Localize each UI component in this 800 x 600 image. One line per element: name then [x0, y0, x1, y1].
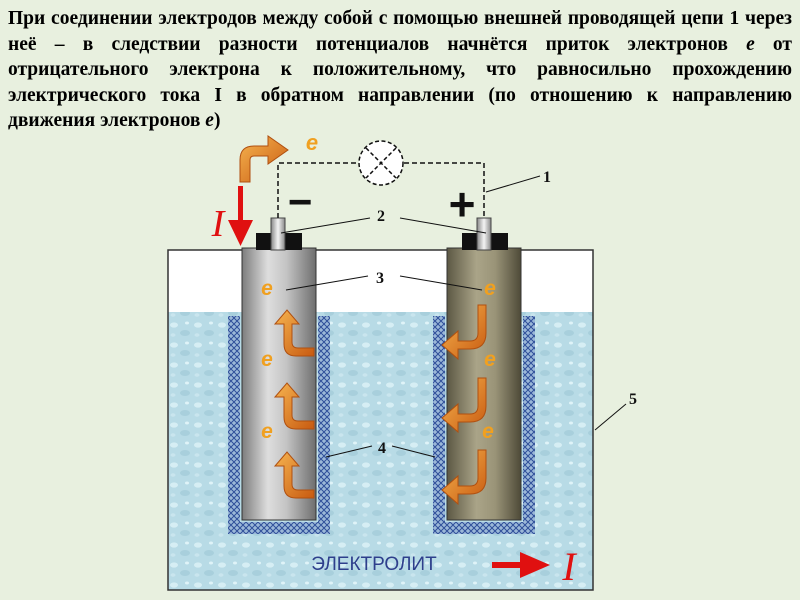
negative-electrode — [241, 247, 317, 521]
callout-lines — [280, 175, 627, 458]
electron-flow-up-arrow-icon — [273, 451, 315, 499]
description-part1: При соединении электродов между собой с … — [8, 8, 792, 55]
current-label-bottom: I — [561, 544, 577, 589]
electron-flow-down-arrow-icon — [441, 304, 487, 361]
current-arrow-icon — [228, 186, 253, 246]
description-part3: ) — [213, 110, 221, 131]
description-electron-symbol-2: е — [205, 110, 214, 131]
electron-flow-up-arrow-icon — [273, 309, 315, 357]
label-1: 1 — [543, 169, 551, 186]
electron-flow-down-arrow-icon — [441, 449, 487, 506]
minus-sign: − — [288, 178, 313, 225]
vessel-outline — [167, 249, 594, 591]
current-arrow-bottom-icon — [492, 552, 550, 578]
electron-flow-down-arrow-icon — [441, 377, 487, 434]
electron-symbol-left-3: е — [261, 420, 273, 443]
label-2: 2 — [377, 208, 385, 225]
left-separator — [228, 316, 330, 534]
plus-sign: + — [449, 178, 476, 230]
label-3: 3 — [376, 270, 384, 287]
cell-lid — [168, 250, 593, 312]
electron-symbol-left-2: е — [261, 348, 273, 371]
negative-terminal — [270, 217, 286, 251]
current-label-top: I — [211, 203, 227, 245]
label-5: 5 — [629, 391, 637, 408]
label-4: 4 — [378, 440, 386, 457]
description-electron-symbol-1: е — [746, 33, 755, 55]
electron-symbol-right-2: е — [484, 348, 496, 371]
internal-flow-arrows — [273, 304, 487, 506]
electron-flow-arrow-icon — [239, 135, 289, 183]
external-circuit — [277, 162, 485, 218]
electron-symbol-right-1: е — [484, 277, 496, 300]
description-text: При соединении электродов между собой с … — [8, 6, 792, 134]
electron-label-outer: е — [306, 130, 318, 155]
right-separator — [433, 316, 535, 534]
electron-symbol-right-3: е — [482, 420, 494, 443]
electron-flow-up-arrow-icon — [273, 382, 315, 430]
description-part2: от отрицательного электрона к положитель… — [8, 33, 792, 132]
lamp-icon — [358, 140, 404, 186]
electron-symbols: е е е е е е — [261, 277, 496, 443]
positive-terminal — [476, 217, 492, 251]
electrolyte-label: ЭЛЕКТРОЛИТ — [311, 554, 437, 575]
electron-symbol-left-1: е — [261, 277, 273, 300]
